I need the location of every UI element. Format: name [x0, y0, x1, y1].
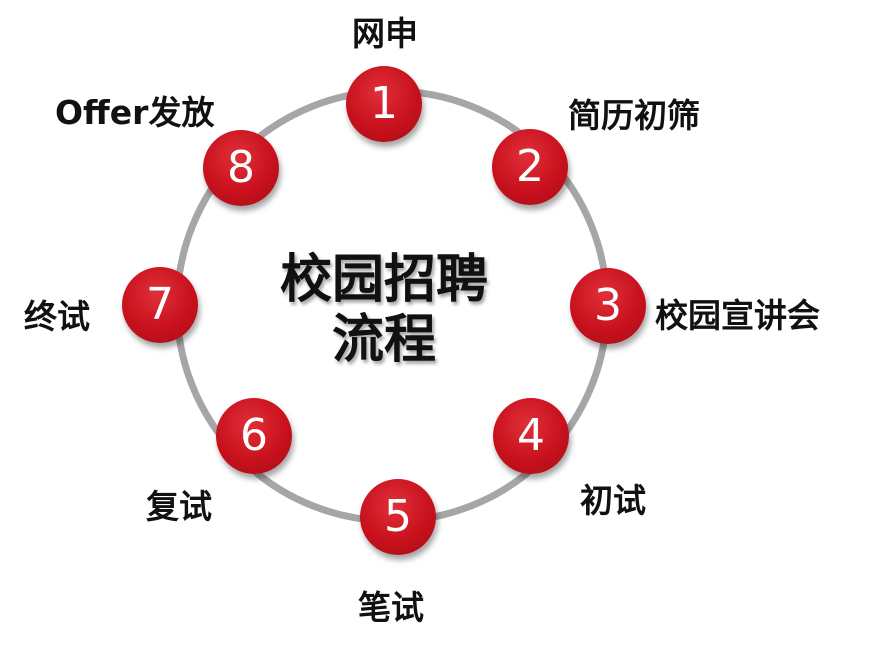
step-node-2: 2 — [492, 129, 568, 205]
step-label-1: 网申 — [352, 14, 418, 53]
step-label-8: Offer发放 — [55, 93, 215, 132]
step-label-3: 校园宣讲会 — [655, 296, 820, 335]
step-node-1: 1 — [346, 66, 422, 142]
step-label-7: 终试 — [24, 297, 90, 336]
step-label-6: 复试 — [146, 487, 212, 526]
step-node-3: 3 — [570, 268, 646, 344]
center-title-line1: 校园招聘 — [279, 250, 488, 310]
step-label-4: 初试 — [580, 481, 646, 520]
center-title-line2: 流程 — [331, 310, 436, 370]
step-node-8: 8 — [203, 130, 279, 206]
step-label-2: 简历初筛 — [568, 96, 700, 135]
step-node-5: 5 — [360, 479, 436, 555]
step-label-5: 笔试 — [358, 588, 424, 627]
step-node-4: 4 — [493, 398, 569, 474]
step-node-6: 6 — [216, 398, 292, 474]
center-title: 校园招聘 流程 — [229, 250, 539, 370]
step-node-7: 7 — [122, 267, 198, 343]
